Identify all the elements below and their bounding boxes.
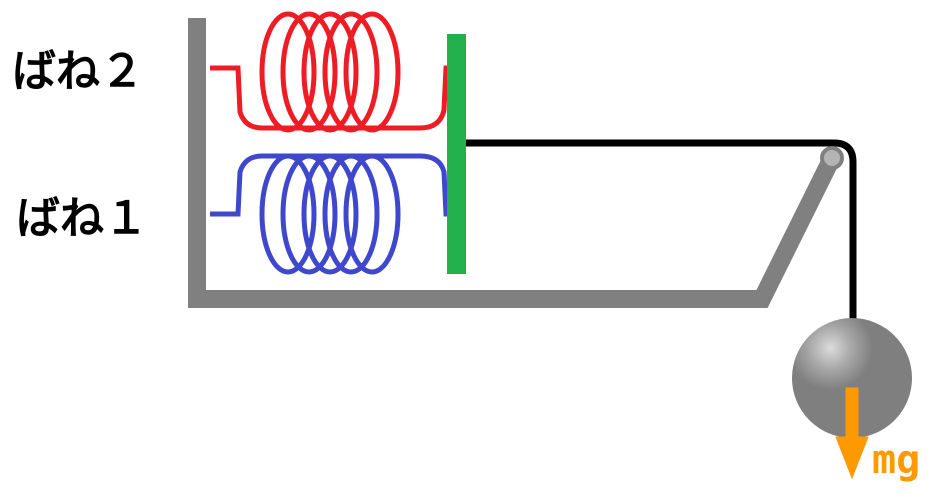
string (466, 139, 857, 330)
pulley (820, 146, 844, 170)
spring-1-label: ばね１ (16, 193, 148, 244)
spring-1 (210, 153, 462, 275)
spring-2 (210, 11, 462, 133)
spring-2-label: ばね２ (12, 46, 144, 97)
connector-plate (447, 34, 466, 274)
support-frame (188, 18, 841, 308)
down-arrow-icon (835, 387, 869, 480)
force-label: mg (872, 437, 921, 483)
weight-ball (792, 318, 912, 438)
